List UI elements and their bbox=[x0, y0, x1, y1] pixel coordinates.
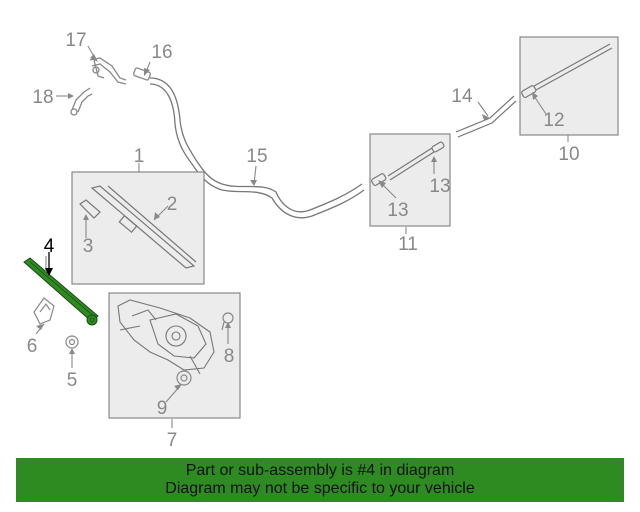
callout-6: 6 bbox=[27, 336, 38, 357]
wiper-blade bbox=[90, 185, 197, 269]
callout-7: 7 bbox=[167, 430, 178, 451]
callout-4: 4 bbox=[44, 236, 55, 257]
box-11 bbox=[369, 133, 451, 227]
callout-18: 18 bbox=[32, 87, 53, 108]
nozzle-parts bbox=[70, 57, 151, 116]
wiper-arm bbox=[23, 257, 99, 326]
callout-8: 8 bbox=[224, 346, 235, 367]
callout-13-upper: 13 bbox=[429, 176, 450, 197]
wiper-motor bbox=[117, 299, 215, 375]
leader-arrowheads bbox=[36, 54, 538, 390]
callout-17: 17 bbox=[65, 30, 86, 51]
callout-1: 1 bbox=[134, 146, 145, 167]
callout-9: 9 bbox=[157, 398, 168, 419]
motor-grommet bbox=[176, 370, 192, 386]
callout-14: 14 bbox=[451, 86, 473, 107]
washer-hose bbox=[149, 77, 365, 219]
callout-10: 10 bbox=[558, 144, 579, 165]
hose-section-10 bbox=[521, 43, 613, 98]
arm-nut bbox=[65, 335, 79, 349]
callout-3: 3 bbox=[83, 236, 94, 257]
callout-5: 5 bbox=[67, 370, 78, 391]
blade-insert bbox=[79, 199, 101, 219]
callout-15: 15 bbox=[246, 146, 267, 167]
callout-11: 11 bbox=[398, 234, 418, 255]
arm-cap bbox=[33, 297, 55, 325]
callout-13-lower: 13 bbox=[387, 200, 408, 221]
arm-leader bbox=[45, 252, 53, 276]
callout-2: 2 bbox=[167, 194, 178, 215]
notice-line-1: Part or sub-assembly is #4 in diagram bbox=[185, 462, 455, 479]
callout-12: 12 bbox=[543, 110, 564, 131]
notice-banner: Part or sub-assembly is #4 in diagram Di… bbox=[16, 458, 624, 502]
callout-16: 16 bbox=[151, 42, 172, 63]
notice-line-2: Diagram may not be specific to your vehi… bbox=[165, 480, 475, 497]
